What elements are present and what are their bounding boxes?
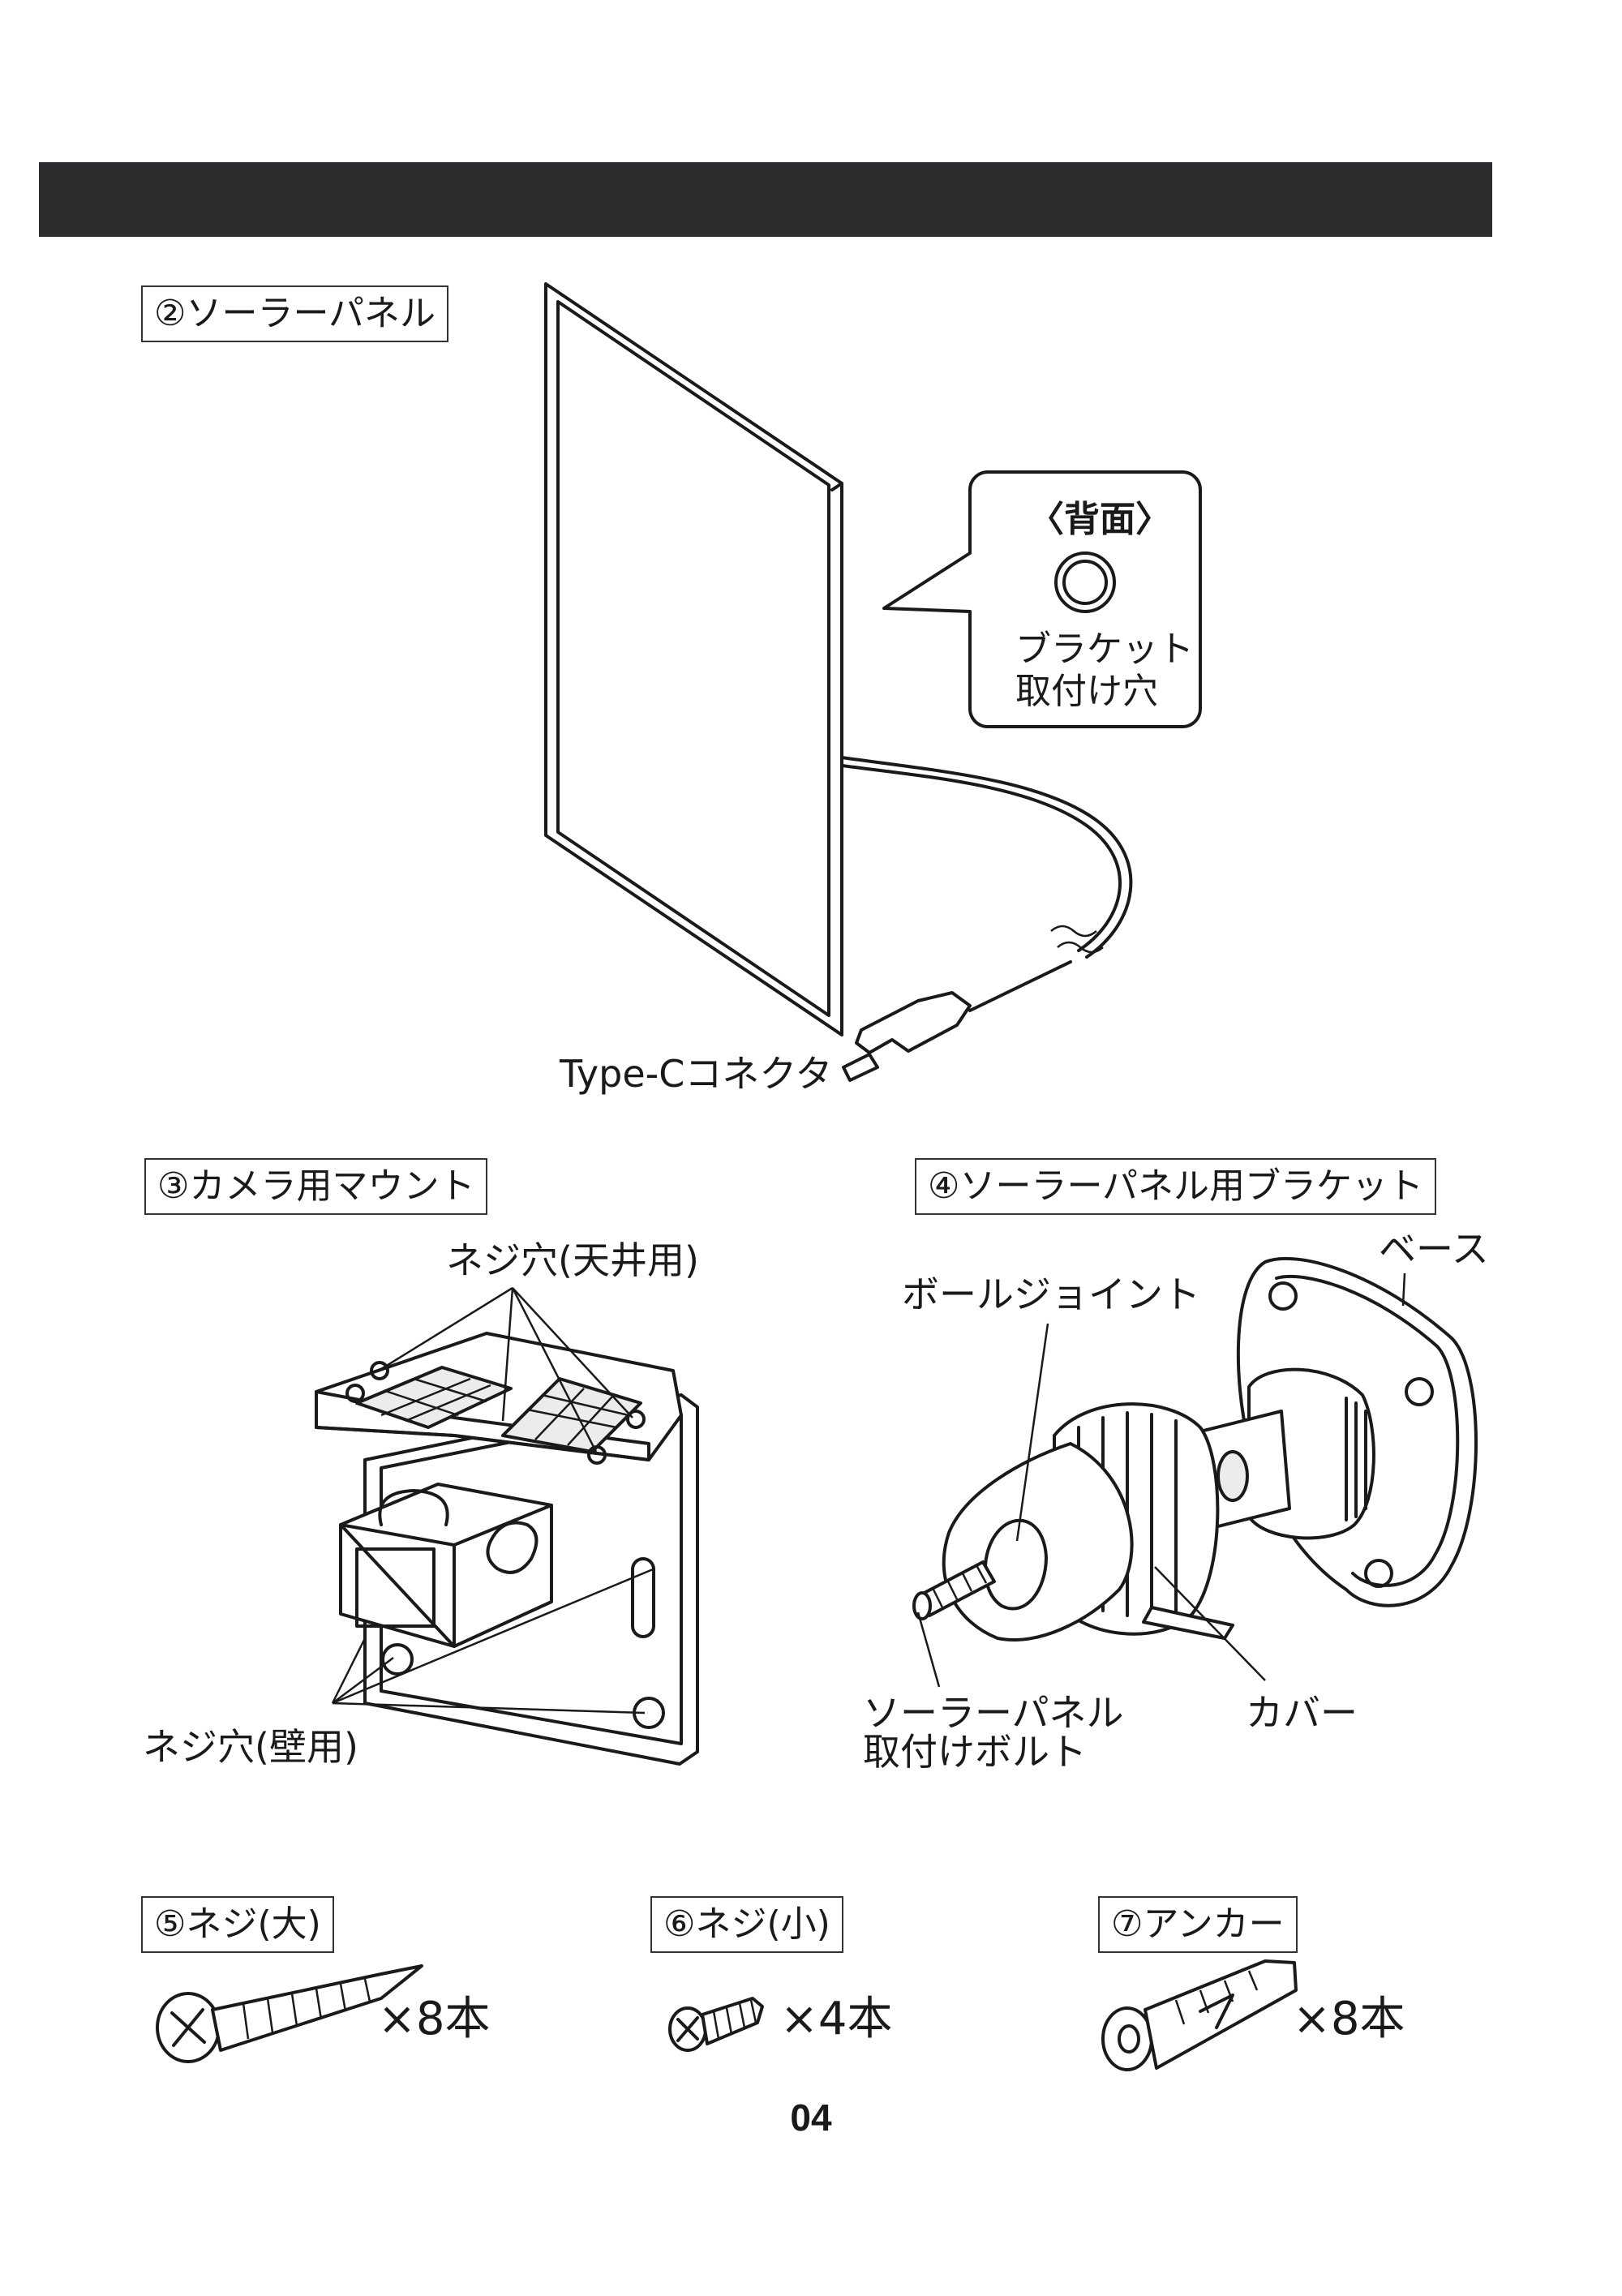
ceiling-holes-label: ネジ穴(天井用)	[446, 1238, 699, 1282]
camera-mount-illustration	[315, 1286, 699, 1766]
bolt-label-line2: 取付けボルト	[863, 1730, 1087, 1774]
screw-small-title: ⑥ネジ(小)	[650, 1896, 843, 1953]
solar-panel-illustration	[544, 282, 1202, 1082]
anchor-illustration	[1101, 1959, 1298, 2071]
screw-large-count: ×8本	[378, 1993, 491, 2045]
anchor-count: ×8本	[1293, 1993, 1405, 2045]
ball-joint-label: ボールジョイント	[902, 1272, 1200, 1316]
bracket-title: ④ソーラーパネル用ブラケット	[915, 1158, 1437, 1215]
screw-small-illustration	[668, 1997, 764, 2052]
page-number: 04	[790, 2096, 832, 2139]
connector-label: Type-Cコネクタ	[560, 1052, 833, 1096]
wall-holes-label: ネジ穴(壁用)	[143, 1725, 358, 1769]
callout-line1: ブラケット	[1015, 629, 1194, 670]
header-bar	[39, 162, 1492, 237]
cover-label: カバー	[1246, 1691, 1358, 1735]
screw-large-title: ⑤ネジ(大)	[141, 1896, 334, 1953]
bolt-label-line1: ソーラーパネル	[863, 1691, 1124, 1735]
bracket-illustration	[912, 1256, 1478, 1688]
callout-title: 〈背面〉	[1028, 499, 1171, 540]
callout-line2: 取付け穴	[1015, 671, 1158, 712]
screw-small-count: ×4本	[780, 1993, 893, 2045]
base-label: ベース	[1379, 1227, 1489, 1271]
screw-large-illustration	[156, 1964, 423, 2063]
anchor-title: ⑦アンカー	[1098, 1896, 1298, 1953]
camera-mount-title: ③カメラ用マウント	[144, 1158, 488, 1215]
solar-panel-title: ②ソーラーパネル	[141, 285, 449, 342]
